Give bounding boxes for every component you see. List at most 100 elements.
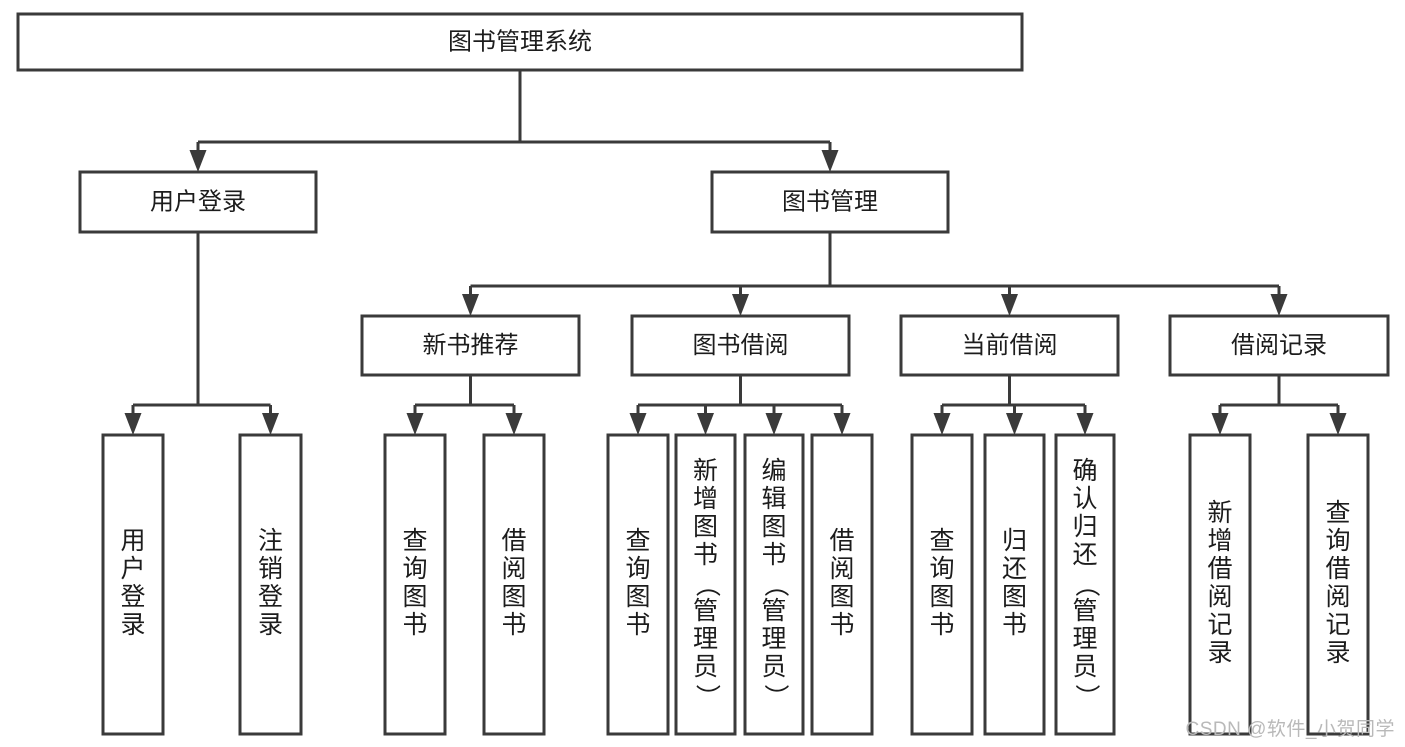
node-box	[810, 433, 874, 736]
svg-text:阅: 阅	[1207, 583, 1232, 611]
svg-text:登: 登	[120, 583, 145, 611]
svg-text:图: 图	[829, 583, 854, 611]
svg-text:书: 书	[625, 611, 650, 639]
svg-text:录: 录	[258, 611, 283, 639]
nodes-layer: 图书管理系统用户登录图书管理新书推荐图书借阅当前借阅借阅记录用户登录注销登录查询…	[16, 12, 1390, 736]
svg-text:销: 销	[258, 555, 283, 583]
arrow-head-root-1	[821, 150, 839, 172]
svg-text:）: ）	[761, 684, 789, 709]
svg-text:员: 员	[761, 653, 786, 681]
node-book-manage[interactable]: 图书管理	[710, 170, 950, 234]
arrow-head-book-manage-0	[462, 294, 479, 316]
svg-text:录: 录	[1325, 639, 1350, 667]
svg-text:图: 图	[625, 583, 650, 611]
node-borrow-record[interactable]: 借阅记录	[1168, 314, 1390, 377]
svg-text:询: 询	[929, 555, 954, 583]
node-new-book-rec[interactable]: 新书推荐	[360, 314, 581, 377]
svg-text:员: 员	[693, 653, 718, 681]
node-user-login[interactable]: 用户登录	[78, 170, 318, 234]
node-box	[1168, 314, 1390, 377]
svg-text:书: 书	[402, 611, 427, 639]
svg-text:阅: 阅	[501, 555, 526, 583]
svg-text:理: 理	[761, 625, 786, 653]
svg-text:书: 书	[501, 611, 526, 639]
node-label: 新书推荐	[423, 332, 519, 359]
node-box	[78, 170, 318, 234]
svg-text:）: ）	[693, 684, 721, 709]
node-book-borrow[interactable]: 图书借阅	[630, 314, 851, 377]
svg-text:查: 查	[1325, 499, 1350, 527]
arrow-head-book-borrow-1	[697, 413, 714, 435]
svg-text:查: 查	[625, 527, 650, 555]
svg-text:还: 还	[1072, 541, 1097, 569]
node-box	[606, 433, 670, 736]
node-box	[983, 433, 1046, 736]
csdn-watermark: CSDN @软件_小贺同学	[1185, 719, 1395, 740]
arrow-head-new-book-rec-0	[406, 413, 424, 435]
node-root[interactable]: 图书管理系统	[16, 12, 1024, 72]
svg-text:）: ）	[1072, 684, 1100, 709]
node-leaf-user-login[interactable]: 用户登录	[101, 433, 165, 736]
svg-text:查: 查	[402, 527, 427, 555]
svg-text:书: 书	[761, 541, 786, 569]
node-box	[16, 12, 1024, 72]
node-label: 图书管理系统	[448, 28, 592, 55]
svg-text:阅: 阅	[829, 555, 854, 583]
arrow-head-current-borrow-2	[1076, 413, 1094, 435]
svg-text:询: 询	[1325, 527, 1350, 555]
svg-text:管: 管	[761, 597, 786, 625]
node-box	[1054, 433, 1116, 736]
svg-text:询: 询	[625, 555, 650, 583]
svg-text:理: 理	[693, 625, 718, 653]
node-box	[899, 314, 1120, 377]
node-box	[630, 314, 851, 377]
svg-text:理: 理	[1072, 625, 1097, 653]
svg-text:确: 确	[1072, 457, 1097, 485]
svg-text:图: 图	[693, 513, 718, 541]
svg-text:图: 图	[1002, 583, 1027, 611]
arrow-head-current-borrow-1	[1006, 413, 1023, 435]
svg-text:录: 录	[1207, 639, 1232, 667]
node-current-borrow[interactable]: 当前借阅	[899, 314, 1120, 377]
node-box	[1306, 433, 1370, 736]
svg-text:管: 管	[693, 597, 718, 625]
svg-text:图: 图	[402, 583, 427, 611]
arrow-head-borrow-record-1	[1329, 413, 1347, 435]
arrow-head-book-manage-1	[732, 294, 749, 316]
svg-text:询: 询	[402, 555, 427, 583]
node-box	[910, 433, 974, 736]
svg-text:（: （	[693, 572, 721, 597]
svg-text:记: 记	[1325, 611, 1350, 639]
svg-text:新: 新	[693, 457, 718, 485]
node-label: 图书管理	[782, 188, 878, 215]
svg-text:辑: 辑	[761, 485, 786, 513]
node-box	[1188, 433, 1252, 736]
arrow-head-book-manage-2	[1001, 294, 1018, 316]
svg-text:管: 管	[1072, 597, 1097, 625]
svg-text:图: 图	[501, 583, 526, 611]
